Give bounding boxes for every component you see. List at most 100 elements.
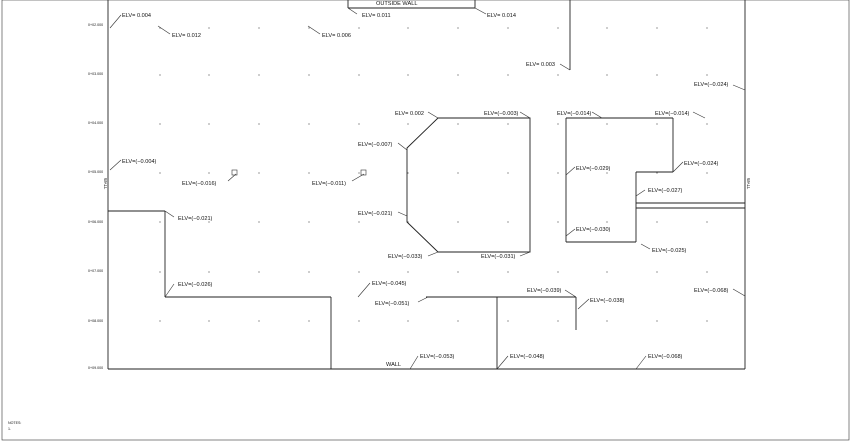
grid-dot xyxy=(606,172,608,174)
grid-dot xyxy=(358,320,360,322)
row-tick-label: 0+08.000 xyxy=(88,319,103,323)
grid-dot xyxy=(606,221,608,223)
leader-line xyxy=(635,189,646,197)
elv-label: ELV=(−0.021) xyxy=(178,216,213,222)
elv-label: ELV=(−0.011) xyxy=(312,181,346,187)
survey-dot-grid xyxy=(159,27,708,322)
elv-label: ELV=(−0.068) xyxy=(648,354,683,360)
grid-dot xyxy=(457,27,459,29)
grid-dot xyxy=(308,74,310,76)
row-tick-label: 0+09.000 xyxy=(88,366,103,370)
leader-line xyxy=(164,210,175,218)
leader-line xyxy=(109,14,122,29)
grid-dot xyxy=(706,271,708,273)
grid-dot xyxy=(557,172,559,174)
leader-line xyxy=(427,251,439,257)
elevation-leaders xyxy=(109,7,746,370)
notes-heading: NOTES: xyxy=(8,421,21,425)
grid-dot xyxy=(407,320,409,322)
grid-dot xyxy=(507,221,509,223)
elv-label: ELV=(−0.007) xyxy=(358,142,393,148)
grid-dot xyxy=(358,123,360,125)
grid-dot xyxy=(258,271,260,273)
leader-line xyxy=(565,228,576,237)
elv-label: ELV=(−0.051) xyxy=(375,301,410,307)
grid-dot xyxy=(208,271,210,273)
grid-dot xyxy=(358,172,360,174)
elv-label: ELV=(−0.024) xyxy=(694,82,729,88)
grid-dot xyxy=(258,27,260,29)
row-tick-label: 0+05.000 xyxy=(88,170,103,174)
grid-dot xyxy=(159,271,161,273)
grid-dot xyxy=(557,271,559,273)
elv-label: ELV=(−0.045) xyxy=(372,281,407,287)
grid-dot xyxy=(507,320,509,322)
leader-line xyxy=(519,251,531,257)
row-tick-label: 0+07.000 xyxy=(88,269,103,273)
notes-item: 1. xyxy=(8,427,11,431)
plan-frame xyxy=(107,0,746,370)
leader-line xyxy=(591,111,603,119)
grid-dot xyxy=(606,123,608,125)
row-tick-labels: 0+02.0000+03.0000+04.0000+05.0000+06.000… xyxy=(88,23,103,370)
grid-dot xyxy=(407,172,409,174)
grid-dot xyxy=(208,74,210,76)
leader-line xyxy=(732,84,746,91)
elv-label: ELV=(−0.068) xyxy=(694,288,729,294)
grid-dot xyxy=(208,27,210,29)
leader-line xyxy=(109,159,122,171)
outside-wall-label: OUTSIDE WALL xyxy=(376,1,417,7)
leader-line xyxy=(732,288,746,297)
left-wall-label: WALL xyxy=(103,178,108,190)
grid-dot xyxy=(507,123,509,125)
elv-label: ELV=(−0.039) xyxy=(527,288,562,294)
grid-dot xyxy=(507,74,509,76)
leader-line xyxy=(164,283,175,298)
grid-dot xyxy=(507,172,509,174)
grid-dot xyxy=(557,320,559,322)
elv-label: ELV=(−0.016) xyxy=(182,181,217,187)
grid-dot xyxy=(208,123,210,125)
grid-dot xyxy=(208,172,210,174)
leader-line xyxy=(227,173,237,182)
leader-line xyxy=(307,25,321,35)
bottom-wall-label: WALL xyxy=(386,362,401,368)
grid-dot xyxy=(706,221,708,223)
grid-dot xyxy=(308,27,310,29)
grid-dot xyxy=(706,172,708,174)
elv-label: ELV= 0.002 xyxy=(395,111,424,117)
grid-dot xyxy=(606,271,608,273)
leader-line xyxy=(640,243,651,250)
elv-label: ELV=(−0.004) xyxy=(122,159,157,165)
grid-dot xyxy=(407,74,409,76)
grid-dot xyxy=(358,27,360,29)
elv-label: ELV=(−0.014) xyxy=(655,111,690,117)
grid-dot xyxy=(159,74,161,76)
leader-line xyxy=(692,111,706,119)
grid-dot xyxy=(159,172,161,174)
grid-dot xyxy=(358,271,360,273)
grid-dot xyxy=(606,27,608,29)
grid-dot xyxy=(656,172,658,174)
grid-dot xyxy=(308,221,310,223)
elv-label: ELV=(−0.027) xyxy=(648,188,683,194)
leader-line xyxy=(672,161,684,173)
grid-dot xyxy=(159,320,161,322)
grid-dot xyxy=(208,320,210,322)
grid-dot xyxy=(706,320,708,322)
grid-dot xyxy=(407,27,409,29)
grid-dot xyxy=(557,74,559,76)
leader-line xyxy=(474,7,487,15)
leader-line xyxy=(559,63,571,71)
row-tick-label: 0+06.000 xyxy=(88,220,103,224)
grid-dot xyxy=(457,172,459,174)
elv-label: ELV=(−0.033) xyxy=(388,254,423,260)
grid-dot xyxy=(208,221,210,223)
grid-dot xyxy=(457,271,459,273)
grid-dot xyxy=(159,123,161,125)
grid-dot xyxy=(457,74,459,76)
leader-line xyxy=(564,289,577,298)
leader-line xyxy=(519,111,531,119)
